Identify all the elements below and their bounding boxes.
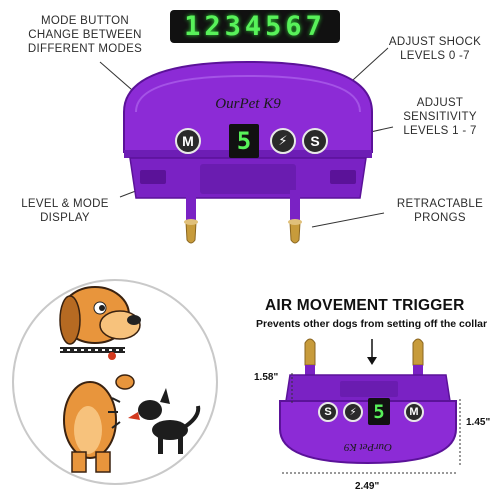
dimension-depth: 1.58" [254, 372, 279, 383]
display-digit-bottom: 5 [373, 400, 385, 423]
callout-line: LEVEL & MODE [21, 198, 109, 210]
callout-line: SENSITIVITY [403, 111, 477, 123]
callout-line: DIFFERENT MODES [27, 43, 143, 55]
callout-adjust-shock: ADJUST SHOCK LEVELS 0 -7 [380, 35, 490, 63]
callout-level-display: LEVEL & MODE DISPLAY [10, 197, 120, 225]
sensitivity-button[interactable]: S [302, 128, 328, 154]
lightning-icon: ⚡ [278, 133, 288, 148]
brand-logo-inverted: OurPet K9 [344, 441, 392, 453]
callout-line: ADJUST SHOCK [388, 36, 482, 48]
callout-mode-button: MODE BUTTON CHANGE BETWEEN DIFFERENT MOD… [10, 14, 160, 56]
shock-button-bottom[interactable]: ⚡ [343, 402, 363, 422]
lcd-digits-banner: 1234567 [170, 10, 340, 43]
trigger-title: AIR MOVEMENT TRIGGER [265, 297, 465, 314]
brand-logo: OurPet K9 [215, 96, 281, 112]
sensitivity-button-bottom[interactable]: S [318, 402, 338, 422]
dimension-height: 1.45" [466, 417, 491, 428]
cartoon-dogs-illustration [12, 279, 218, 485]
mode-button-bottom[interactable]: M [404, 402, 424, 422]
barking-dog [108, 388, 201, 454]
dimension-width: 2.49" [355, 481, 380, 492]
leader-prongs [311, 212, 385, 228]
callout-line: LEVELS 0 -7 [400, 50, 470, 62]
callout-line: MODE BUTTON [40, 15, 130, 27]
lcd-digits: 1234567 [184, 11, 326, 42]
trigger-subtitle: Prevents other dogs from setting off the… [256, 318, 488, 330]
level-display: 5 [229, 124, 259, 158]
display-digit: 5 [236, 127, 252, 155]
callout-line: DISPLAY [40, 212, 90, 224]
prongs-top [184, 190, 302, 244]
level-display-bottom: 5 [368, 398, 390, 425]
callout-adjust-sensitivity: ADJUST SENSITIVITY LEVELS 1 - 7 [390, 96, 490, 138]
mode-button[interactable]: M [175, 128, 201, 154]
callout-line: RETRACTABLE [396, 198, 484, 210]
callout-prongs: RETRACTABLE PRONGS [385, 197, 495, 225]
dimension-lines [282, 373, 461, 474]
callout-line: ADJUST [416, 97, 464, 109]
mode-button-label: M [182, 133, 194, 149]
mode-button-bottom-label: M [409, 406, 419, 418]
sensitivity-button-label: S [310, 133, 320, 149]
callout-line: PRONGS [414, 212, 466, 224]
callout-line: LEVELS 1 - 7 [403, 125, 477, 137]
callout-line: CHANGE BETWEEN [28, 29, 142, 41]
sensitivity-button-bottom-label: S [324, 406, 332, 418]
lightning-icon: ⚡ [349, 406, 357, 418]
happy-dog [59, 286, 141, 473]
prongs-bottom [304, 338, 424, 377]
shock-button[interactable]: ⚡ [270, 128, 296, 154]
